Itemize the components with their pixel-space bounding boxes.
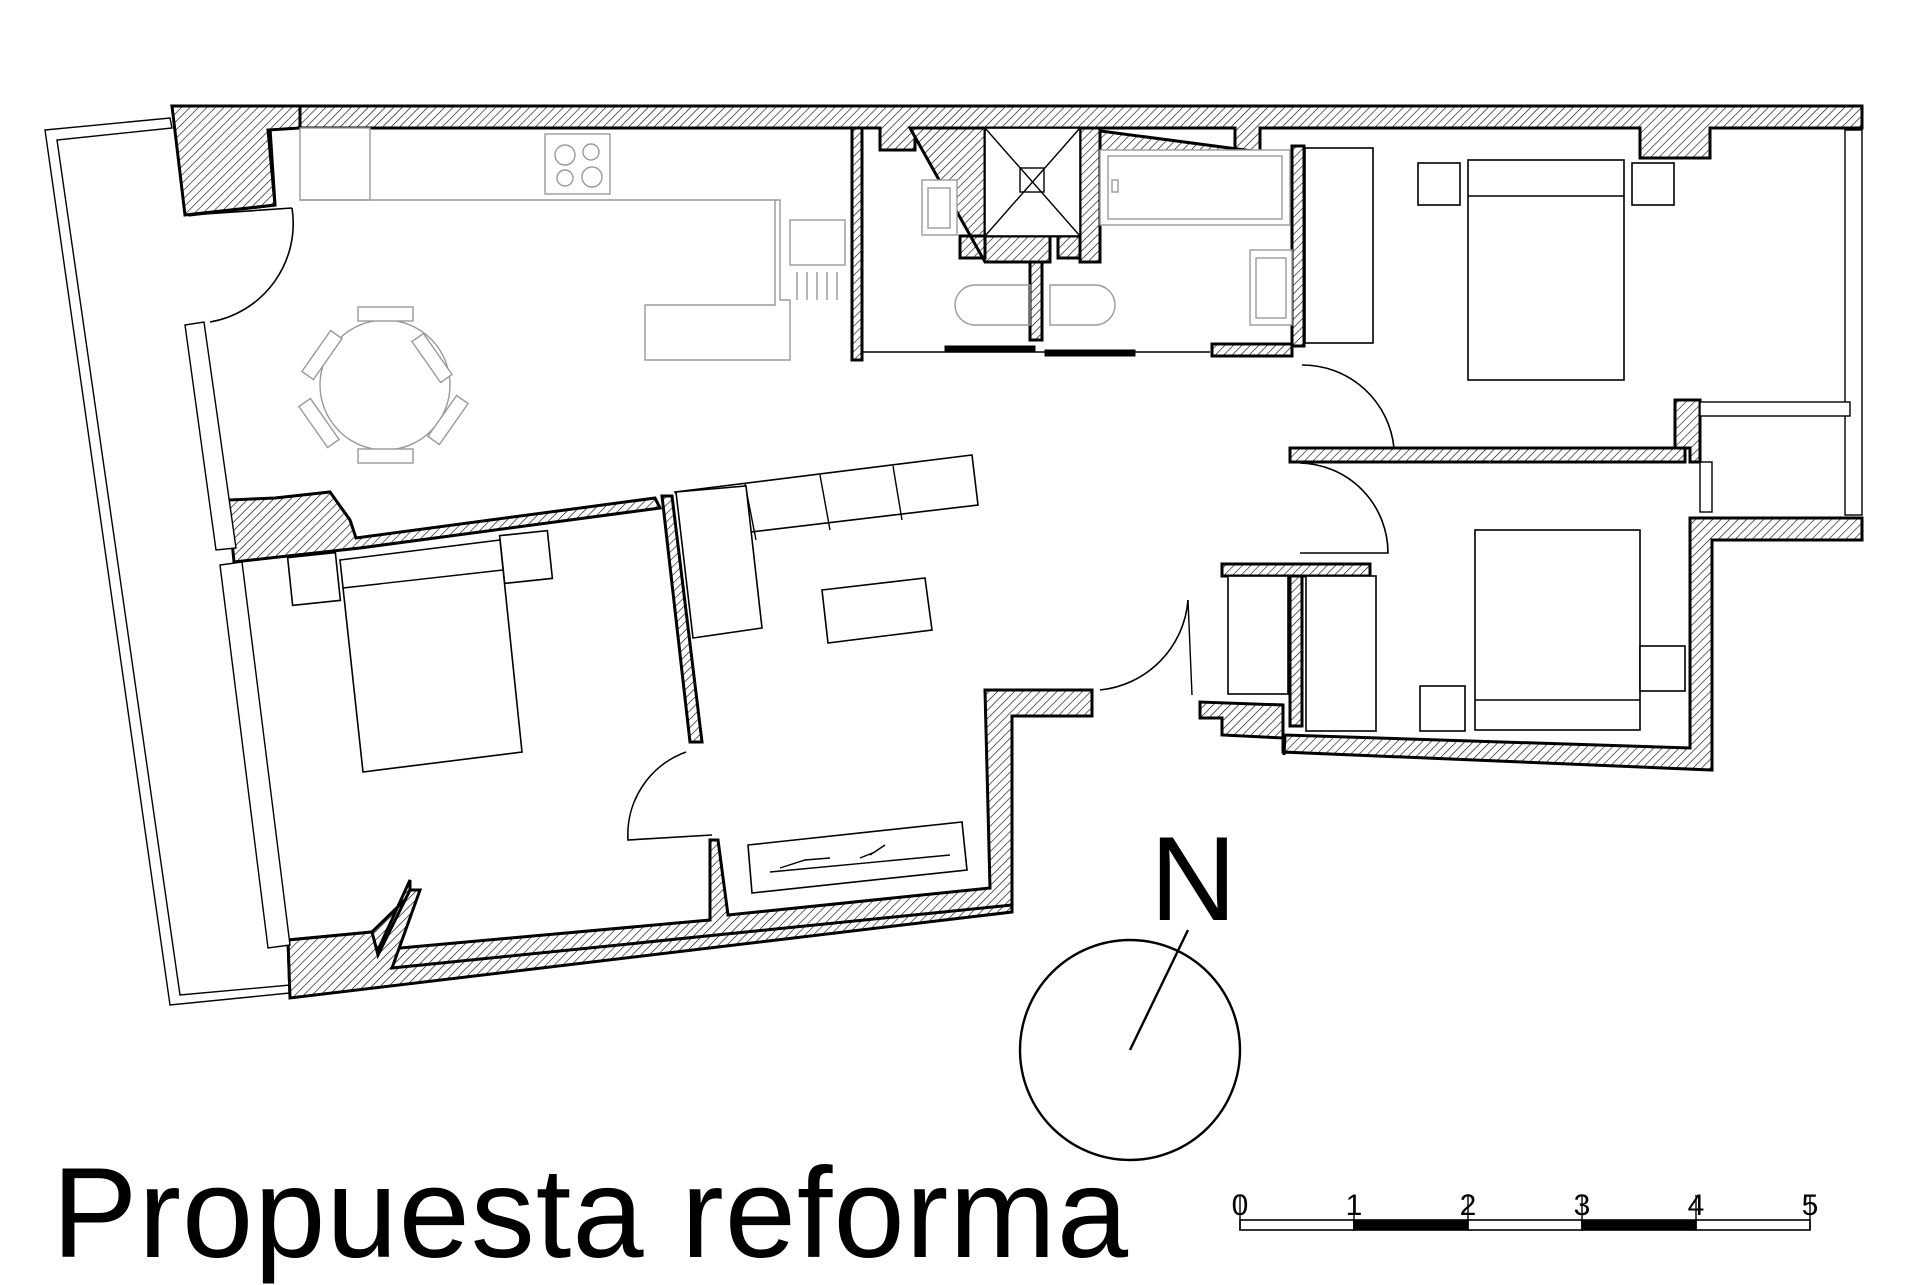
washbasin-right <box>1049 284 1116 326</box>
nightstand-w2 <box>498 529 554 585</box>
sliding-door <box>1044 349 1136 357</box>
window-balcony <box>1699 401 1851 417</box>
sink <box>789 219 846 266</box>
kitchen-counter <box>300 199 791 361</box>
north-circle <box>1018 938 1242 1162</box>
scale-segment <box>1695 1219 1811 1231</box>
double-bed-west <box>339 539 523 773</box>
door-entrance <box>1099 599 1189 691</box>
scale-tick-label: 3 <box>1574 1189 1591 1222</box>
wall-kitchen-bath <box>850 126 864 362</box>
cooktop <box>544 133 611 195</box>
wall-bedroom2-north <box>1220 562 1372 578</box>
scale-tick-label: 2 <box>1460 1189 1477 1222</box>
nightstand <box>1631 162 1675 206</box>
door-kitchen-terrace <box>189 207 294 323</box>
bedroom-east <box>1301 147 1675 449</box>
chair <box>297 397 341 449</box>
north-label: N <box>1150 812 1237 946</box>
scale-tick-label: 0 <box>1232 1189 1249 1222</box>
bathroom <box>862 127 1293 357</box>
north-arrow: N <box>1018 812 1242 1162</box>
wardrobe <box>1304 147 1374 344</box>
washbasin-left <box>954 284 1031 326</box>
drainer-lines <box>796 272 838 300</box>
bedroom-southeast <box>1099 462 1686 732</box>
tv-unit <box>747 821 968 894</box>
scale-bar: 0 1 2 3 4 5 <box>1232 1189 1819 1231</box>
double-bed-2 <box>1474 529 1641 731</box>
door-bedroom-west <box>627 751 713 841</box>
window-bedroom2-east <box>1699 461 1713 513</box>
chair <box>410 332 454 384</box>
window-bedroom1-west <box>219 561 291 949</box>
wall-sw <box>286 888 1014 1000</box>
nightstand <box>1417 162 1461 206</box>
wall-corner-nw <box>170 104 302 217</box>
scale-segment <box>1353 1219 1469 1231</box>
scale-segment <box>1581 1219 1697 1231</box>
bedroom-west <box>286 529 713 841</box>
scale-segment <box>1467 1219 1583 1231</box>
nightstand-3 <box>1639 645 1686 692</box>
wardrobe-3 <box>1305 575 1377 732</box>
coffee-table <box>821 577 933 644</box>
terrace-outline <box>44 117 291 1006</box>
chair <box>426 394 470 446</box>
wardrobe-2 <box>1227 575 1289 695</box>
plan-title: Propuesta reforma <box>52 1142 1130 1285</box>
wall-bedroom2-east <box>1673 398 1702 464</box>
scale-tick-label: 1 <box>1346 1189 1363 1222</box>
nightstand-w1 <box>286 551 342 607</box>
double-bed <box>1467 159 1625 381</box>
window-bedroom-east <box>1844 129 1863 516</box>
door-bedroom-southeast <box>1299 462 1389 554</box>
wall-bedrooms <box>1288 446 1687 464</box>
windows <box>184 129 1863 949</box>
chair <box>357 448 414 464</box>
wall-bedroom2-west <box>1288 574 1304 728</box>
scale-tick-label: 4 <box>1688 1189 1705 1222</box>
sofa-chaise <box>675 485 763 639</box>
fridge <box>299 127 371 201</box>
wall-bath-south <box>1210 342 1294 358</box>
wall-bedroom1-east <box>660 494 704 744</box>
door-bedroom-east <box>1301 364 1395 449</box>
chair <box>357 306 414 322</box>
sliding-door <box>944 345 1036 353</box>
tv-icon <box>769 844 951 873</box>
walls <box>170 104 1864 1000</box>
wall-east-lower <box>1198 516 1864 772</box>
window-kitchen-west <box>184 321 237 551</box>
north-needle <box>1128 929 1190 1051</box>
living-room <box>673 454 979 894</box>
scale-tick-label: 5 <box>1802 1189 1819 1222</box>
chair <box>300 329 344 381</box>
nightstand-2 <box>1419 685 1466 732</box>
wall-bath-east <box>1290 144 1306 348</box>
kitchen <box>297 127 846 464</box>
scale-segment <box>1239 1219 1355 1231</box>
